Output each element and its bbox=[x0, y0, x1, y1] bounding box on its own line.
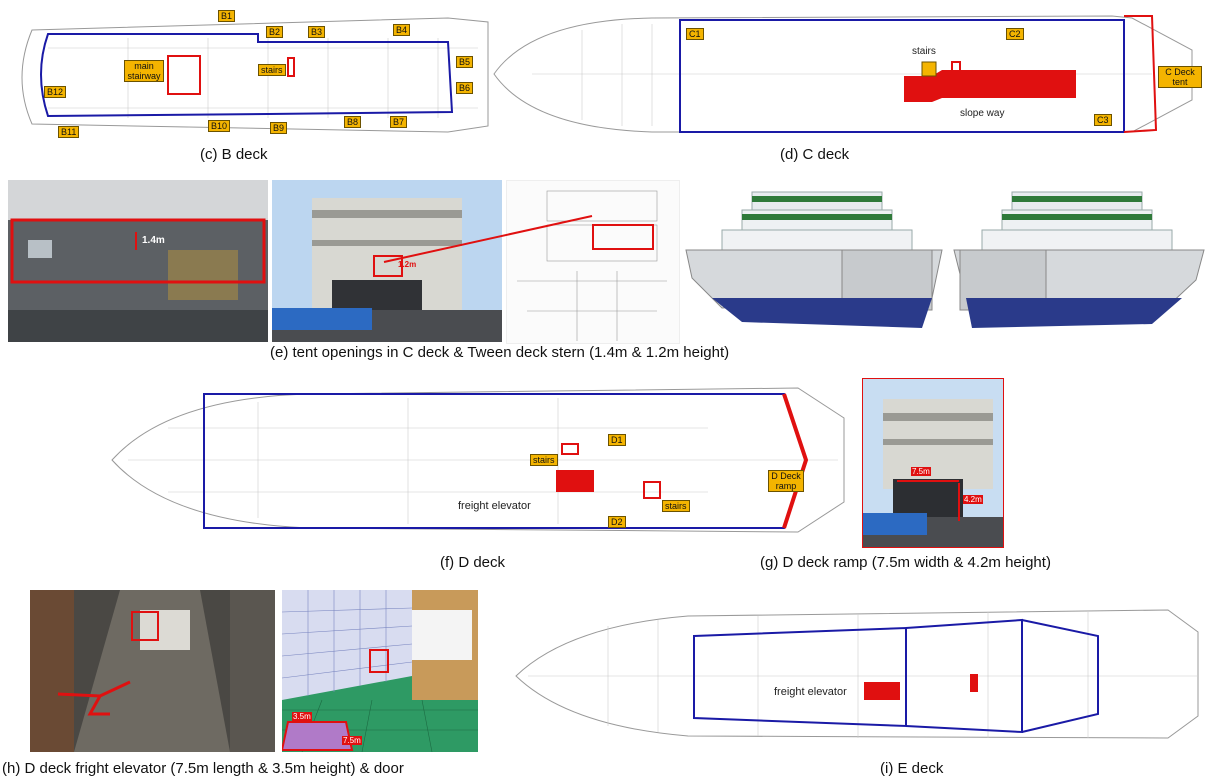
caption-g: (g) D deck ramp (7.5m width & 4.2m heigh… bbox=[760, 554, 1051, 571]
ship-render-right bbox=[952, 188, 1208, 340]
label-d-deck-ramp: D Deck ramp bbox=[768, 470, 804, 492]
tag-b12: B12 bbox=[44, 86, 67, 98]
c-deck-drawing: C1 C2 C3 C Deck tent stairs slope way bbox=[492, 10, 1204, 138]
tag-b7: B7 bbox=[390, 116, 408, 128]
label-c-deck-tent: C Deck tent bbox=[1158, 66, 1202, 88]
tag-c1: C1 bbox=[686, 28, 704, 40]
ship-render-left bbox=[682, 188, 946, 340]
freight-elevator-model: 3.5m 7.5m bbox=[282, 590, 478, 752]
b-deck-drawing: B1 B2 B3 B4 B5 B6 B7 B8 B9 B10 B11 B12 m… bbox=[8, 8, 492, 138]
tag-b2: B2 bbox=[266, 26, 284, 38]
freight-elevator-photo bbox=[30, 590, 275, 752]
label-slope-way: slope way bbox=[960, 108, 1005, 119]
tag-d1: D1 bbox=[608, 434, 626, 446]
caption-e: (e) tent openings in C deck & Tween deck… bbox=[270, 344, 730, 361]
tag-b9: B9 bbox=[270, 122, 288, 134]
label-7-5m-width: 7.5m bbox=[911, 467, 931, 476]
d-deck-drawing: D1 D2 stairs stairs freight elevator D D… bbox=[108, 378, 848, 544]
label-main-stairway: main stairway bbox=[124, 60, 164, 82]
label-d-stairs-1: stairs bbox=[530, 454, 558, 466]
tag-b4: B4 bbox=[393, 24, 411, 36]
label-3-5m: 3.5m bbox=[292, 712, 312, 721]
caption-d: (d) C deck bbox=[780, 146, 850, 163]
label-c-stairs: stairs bbox=[912, 46, 936, 57]
label-4-2m-height: 4.2m bbox=[963, 495, 983, 504]
tag-c3: C3 bbox=[1094, 114, 1112, 126]
caption-c: (c) B deck bbox=[200, 146, 268, 163]
tag-d2: D2 bbox=[608, 516, 626, 528]
tag-b3: B3 bbox=[308, 26, 326, 38]
label-1-2m: 1.2m bbox=[398, 260, 417, 269]
label-d-freight-elevator: freight elevator bbox=[458, 500, 531, 512]
tween-deck-drawing bbox=[506, 180, 680, 344]
label-d-stairs-2: stairs bbox=[662, 500, 690, 512]
caption-i: (i) E deck bbox=[880, 760, 944, 777]
caption-f: (f) D deck bbox=[440, 554, 506, 571]
caption-h: (h) D deck fright elevator (7.5m length … bbox=[2, 760, 404, 777]
tag-b6: B6 bbox=[456, 82, 474, 94]
label-1-4m: 1.4m bbox=[142, 235, 165, 246]
d-deck-ramp-photo: 7.5m 4.2m bbox=[862, 378, 1004, 548]
label-7-5m-length: 7.5m bbox=[342, 736, 362, 745]
tag-b11: B11 bbox=[58, 126, 80, 138]
e-deck-drawing: freight elevator bbox=[508, 592, 1208, 756]
tag-b5: B5 bbox=[456, 56, 474, 68]
label-b-stairs: stairs bbox=[258, 64, 286, 76]
tag-b8: B8 bbox=[344, 116, 362, 128]
tag-c2: C2 bbox=[1006, 28, 1024, 40]
tag-b10: B10 bbox=[208, 120, 231, 132]
callout-line bbox=[383, 215, 593, 263]
tag-b1: B1 bbox=[218, 10, 236, 22]
label-e-freight-elevator: freight elevator bbox=[774, 686, 847, 698]
tent-opening-photo-1: 1.4m bbox=[8, 180, 268, 342]
